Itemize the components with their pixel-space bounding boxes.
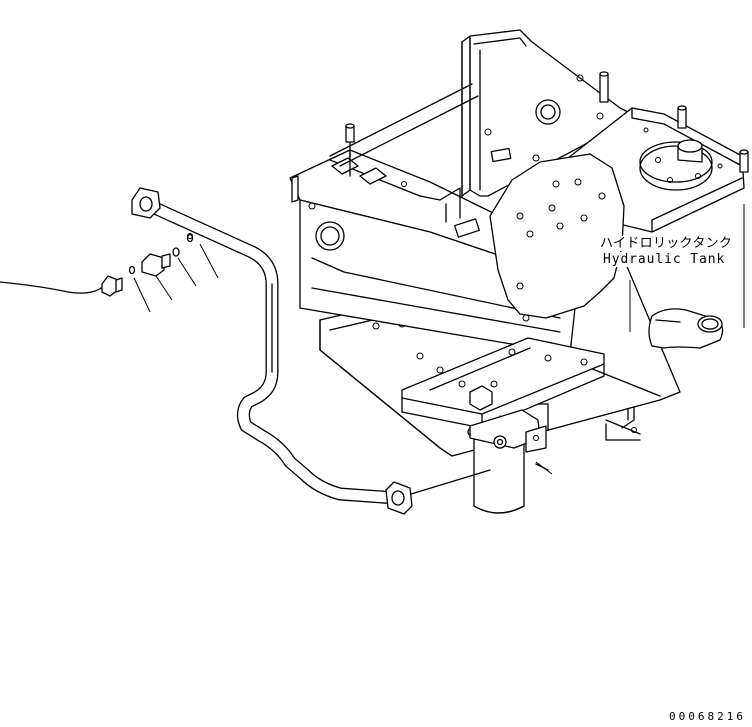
- pressure-sensor-fitting: [0, 235, 193, 297]
- tank-return-elbow: [649, 309, 723, 348]
- oil-filter: [468, 410, 548, 513]
- pipe-flange-left: [132, 188, 160, 218]
- tank-filler-cap: [640, 140, 712, 190]
- leader-lines: [134, 204, 744, 474]
- pipe-flange-right: [386, 482, 412, 514]
- hydraulic-pipe: [132, 188, 490, 514]
- drawing-number: 00068216: [669, 710, 746, 723]
- hydraulic-tank-label-japanese: ハイドロリックタンク: [600, 236, 733, 251]
- tank-breather-pipes: [600, 72, 748, 172]
- upper-frame-rails: [330, 84, 478, 222]
- hydraulic-tank-label-english: Hydraulic Tank: [603, 252, 726, 267]
- rear-bulkhead-panel: [462, 30, 628, 205]
